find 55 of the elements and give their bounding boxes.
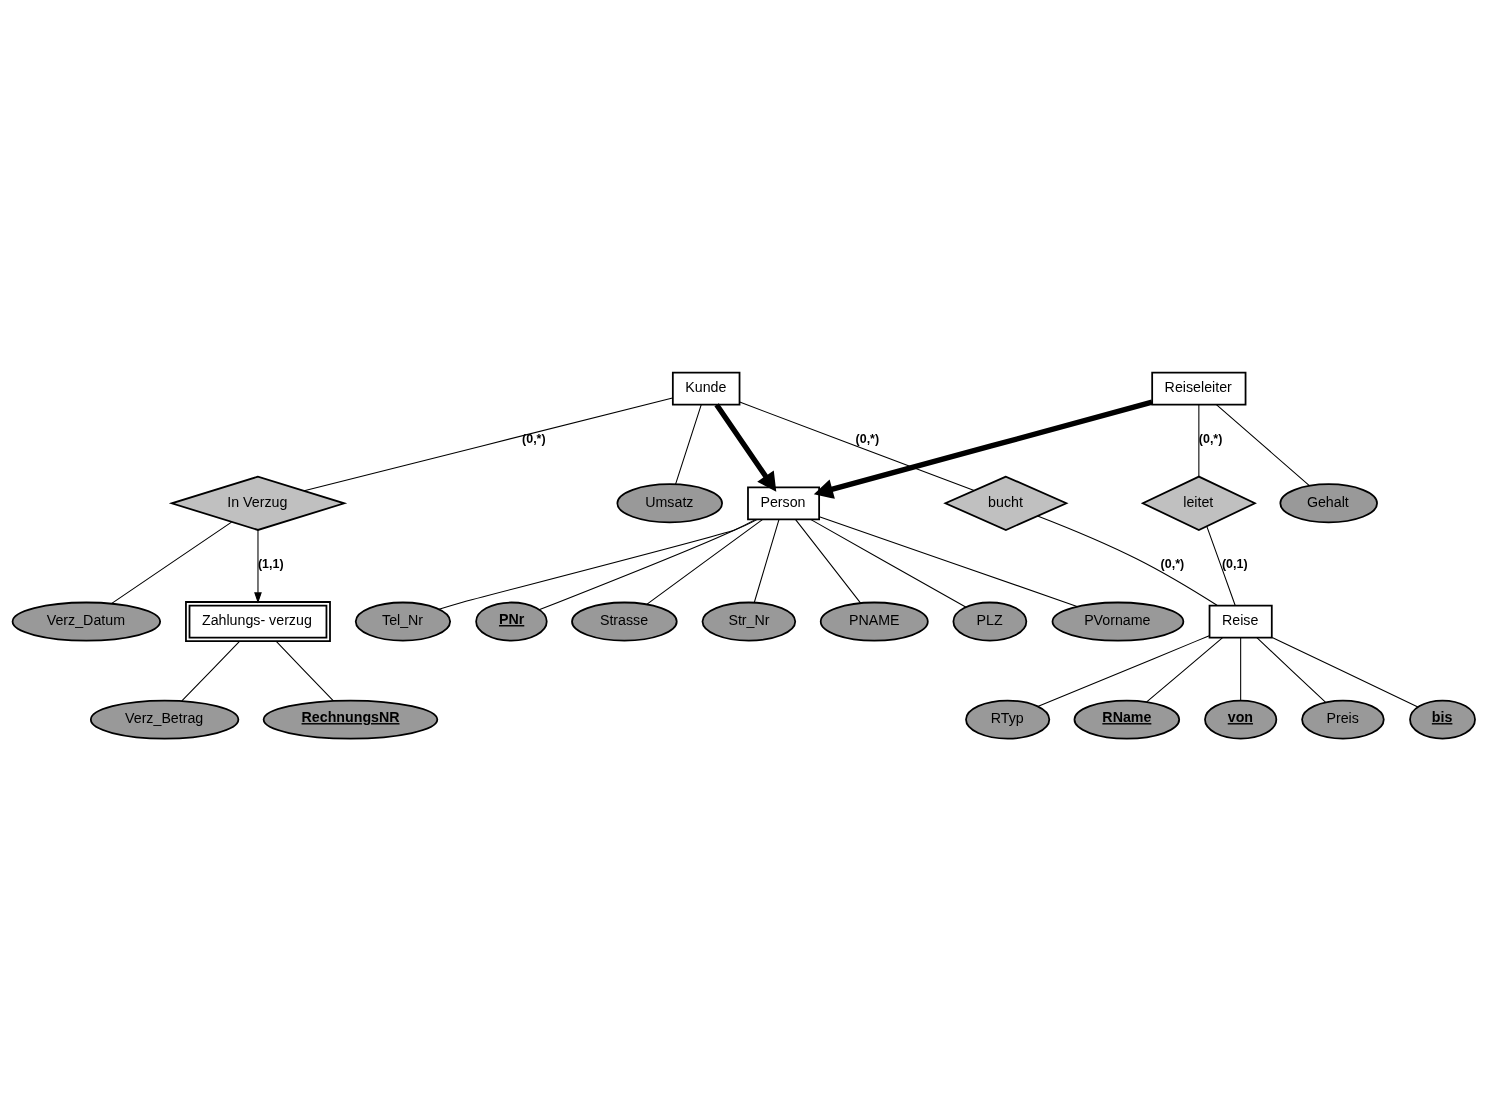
node-ellipse: von: [1204, 699, 1278, 740]
connector: [275, 640, 334, 702]
connector: [181, 640, 241, 702]
arrow: [813, 399, 1153, 499]
node-ellipse: PNr: [475, 601, 548, 642]
node-ellipse: Verz_Betrag: [89, 699, 240, 740]
edge-label: (0,*): [855, 431, 880, 446]
connector: [1240, 637, 1242, 702]
node-diamond: leitet: [1140, 475, 1257, 531]
connector: [1037, 635, 1210, 707]
node-ellipse: PNAME: [819, 601, 929, 642]
node-ellipse: Strasse: [571, 601, 678, 642]
connector: [753, 518, 780, 604]
connector: [1146, 637, 1224, 703]
node-diamond: In Verzug: [168, 475, 348, 531]
node-ellipse: Gehalt: [1279, 483, 1378, 524]
node-diamond: bucht: [943, 475, 1069, 531]
node-ellipse: Str_Nr: [701, 601, 797, 642]
node-box: Person: [747, 486, 820, 521]
node-box: Reiseleiter: [1151, 371, 1247, 406]
connector: [818, 516, 1079, 608]
node-box: Reise: [1208, 604, 1273, 639]
node-ellipse: bis: [1409, 699, 1476, 740]
node-ellipse: PVorname: [1051, 601, 1185, 642]
node-box: Kunde: [671, 371, 741, 406]
node-ellipse: Umsatz: [616, 483, 723, 524]
node-ellipse: RName: [1073, 699, 1181, 740]
connector: [1256, 637, 1326, 703]
connector: [1037, 515, 1218, 606]
connector: [810, 518, 967, 608]
connector: [1198, 404, 1200, 477]
edge-label: (0,*): [1160, 557, 1185, 572]
connector: [739, 401, 975, 491]
connector: [110, 521, 233, 605]
connector: [794, 518, 862, 604]
node-ellipse: PLZ: [952, 601, 1028, 642]
arrow: [254, 529, 262, 604]
edge-label: (0,*): [522, 431, 546, 446]
edge-label: (1,1): [257, 557, 284, 572]
edge-label: (0,*): [1198, 431, 1223, 446]
node-ellipse: Verz_Datum: [11, 601, 161, 642]
connector: [303, 397, 674, 492]
node-ellipse: Tel_Nr: [354, 601, 451, 642]
node-ellipse: RechnungsNR: [262, 699, 439, 740]
connector: [438, 518, 758, 610]
connector: [1271, 636, 1419, 708]
edge-label: (0,1): [1221, 557, 1248, 572]
connector: [646, 518, 764, 605]
connector: [538, 518, 757, 611]
connector: [1206, 525, 1236, 606]
arrow: [714, 403, 777, 492]
connector: [675, 404, 702, 485]
connector: [1215, 404, 1310, 487]
node-ellipse: Preis: [1301, 699, 1385, 740]
node-ellipse: RTyp: [965, 699, 1051, 740]
